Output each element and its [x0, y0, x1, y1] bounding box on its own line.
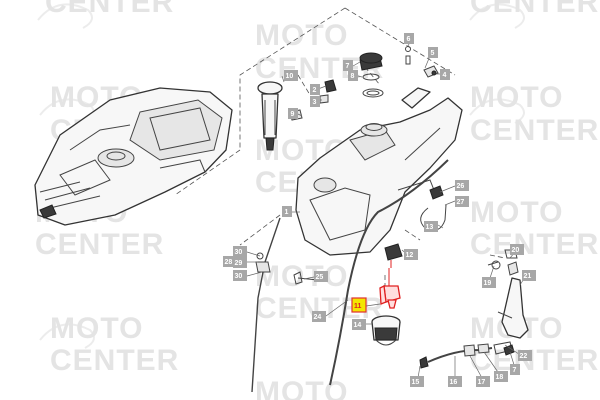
callout-18: 18	[494, 371, 508, 382]
svg-text:10: 10	[286, 73, 294, 80]
fuel-tank	[295, 87, 463, 256]
callout-5: 5	[428, 47, 438, 58]
watermark-logo-top-left	[37, 3, 93, 29]
callout-26: 26	[455, 180, 469, 191]
watermark-text: CENTER	[470, 0, 599, 19]
fuel-hose-bottom	[419, 341, 515, 369]
svg-text:16: 16	[450, 379, 458, 386]
svg-text:30: 30	[235, 273, 243, 280]
callout-2: 2	[310, 84, 320, 95]
clip-2	[324, 79, 337, 93]
svg-text:2: 2	[313, 87, 317, 94]
callout-30-lower: 30	[233, 270, 247, 281]
callout-1: 1	[282, 206, 292, 217]
watermark-logo-top-right	[469, 3, 525, 29]
svg-text:11: 11	[354, 303, 362, 310]
callout-30-upper: 30	[233, 246, 247, 257]
watermark-text: MOTO	[50, 312, 143, 345]
svg-text:20: 20	[512, 247, 520, 254]
callout-27: 27	[455, 196, 469, 207]
lever-assembly	[487, 249, 529, 339]
watermark-logo-mid-right	[469, 98, 525, 124]
fuel-filter-cup	[371, 315, 401, 346]
callout-13: 13	[424, 221, 438, 232]
callout-16: 16	[448, 376, 462, 387]
watermark-text: CENTER	[35, 228, 164, 261]
small-hardware	[289, 46, 447, 285]
callout-15: 15	[410, 376, 424, 387]
watermark-text: MOTO	[470, 81, 563, 114]
watermark-text: MOTO	[470, 196, 563, 229]
callout-20: 20	[510, 244, 524, 255]
svg-text:27: 27	[457, 199, 465, 206]
callouts: 1 2 3 4 5 6 7 8 9 10 11 12 13 14 15 16 1…	[223, 33, 536, 387]
watermark-text: CENTER	[470, 114, 599, 147]
watermark-text: MOTO	[255, 376, 348, 400]
svg-text:21: 21	[524, 273, 532, 280]
screw-25	[293, 271, 303, 285]
vent-hose	[329, 159, 449, 386]
svg-text:18: 18	[496, 374, 504, 381]
fuel-filler-cap	[359, 52, 384, 98]
svg-text:7: 7	[513, 367, 517, 374]
bolt-6	[405, 46, 411, 52]
watermark-text: CENTER	[470, 228, 599, 261]
svg-text:14: 14	[354, 322, 362, 329]
callout-12: 12	[404, 249, 418, 260]
watermark-text: CENTER	[50, 344, 179, 377]
svg-text:3: 3	[313, 99, 317, 106]
svg-text:24: 24	[314, 314, 322, 321]
callout-21: 21	[522, 270, 536, 281]
svg-text:9: 9	[291, 111, 295, 118]
svg-text:28: 28	[225, 259, 233, 266]
callout-19: 19	[482, 277, 496, 288]
callout-25: 25	[314, 271, 328, 282]
screw-3	[319, 94, 329, 104]
svg-text:15: 15	[412, 379, 420, 386]
svg-text:8: 8	[351, 73, 355, 80]
callout-7-bottom: 7	[510, 364, 520, 375]
callout-29: 29	[233, 257, 247, 268]
frame-underseat-compartment	[34, 87, 233, 226]
svg-text:19: 19	[484, 280, 492, 287]
svg-text:4: 4	[443, 72, 447, 79]
fuel-cable	[251, 217, 281, 393]
callout-6: 6	[404, 33, 414, 44]
svg-text:13: 13	[426, 224, 434, 231]
svg-text:29: 29	[235, 260, 243, 267]
callout-17: 17	[476, 376, 490, 387]
svg-text:17: 17	[478, 379, 486, 386]
callout-4: 4	[440, 69, 450, 80]
assembly-dashed-frame	[174, 7, 506, 300]
svg-text:25: 25	[316, 274, 324, 281]
svg-text:22: 22	[520, 353, 528, 360]
callout-3: 3	[310, 96, 320, 107]
connector-12	[384, 243, 403, 261]
callout-24: 24	[312, 311, 326, 322]
callout-11-highlighted: 11	[351, 297, 367, 313]
callout-9: 9	[288, 108, 298, 119]
callout-14: 14	[352, 319, 366, 330]
svg-text:26: 26	[457, 183, 465, 190]
svg-text:12: 12	[406, 252, 414, 259]
callout-28: 28	[223, 256, 237, 267]
svg-text:5: 5	[431, 50, 435, 57]
callout-7: 7	[343, 60, 353, 71]
svg-text:30: 30	[235, 249, 243, 256]
watermark-text: CENTER	[470, 344, 599, 377]
callout-8: 8	[348, 70, 358, 81]
fitting-26	[429, 185, 444, 200]
fuel-pump-highlighted	[379, 260, 401, 309]
callout-22: 22	[518, 350, 532, 361]
svg-text:7: 7	[346, 63, 350, 70]
svg-text:6: 6	[407, 36, 411, 43]
fuel-level-sender	[257, 81, 283, 151]
svg-text:1: 1	[285, 209, 289, 216]
callout-10: 10	[284, 70, 298, 81]
watermark-logo-bottom-left	[39, 323, 95, 349]
watermark-text: CENTER	[45, 0, 174, 19]
